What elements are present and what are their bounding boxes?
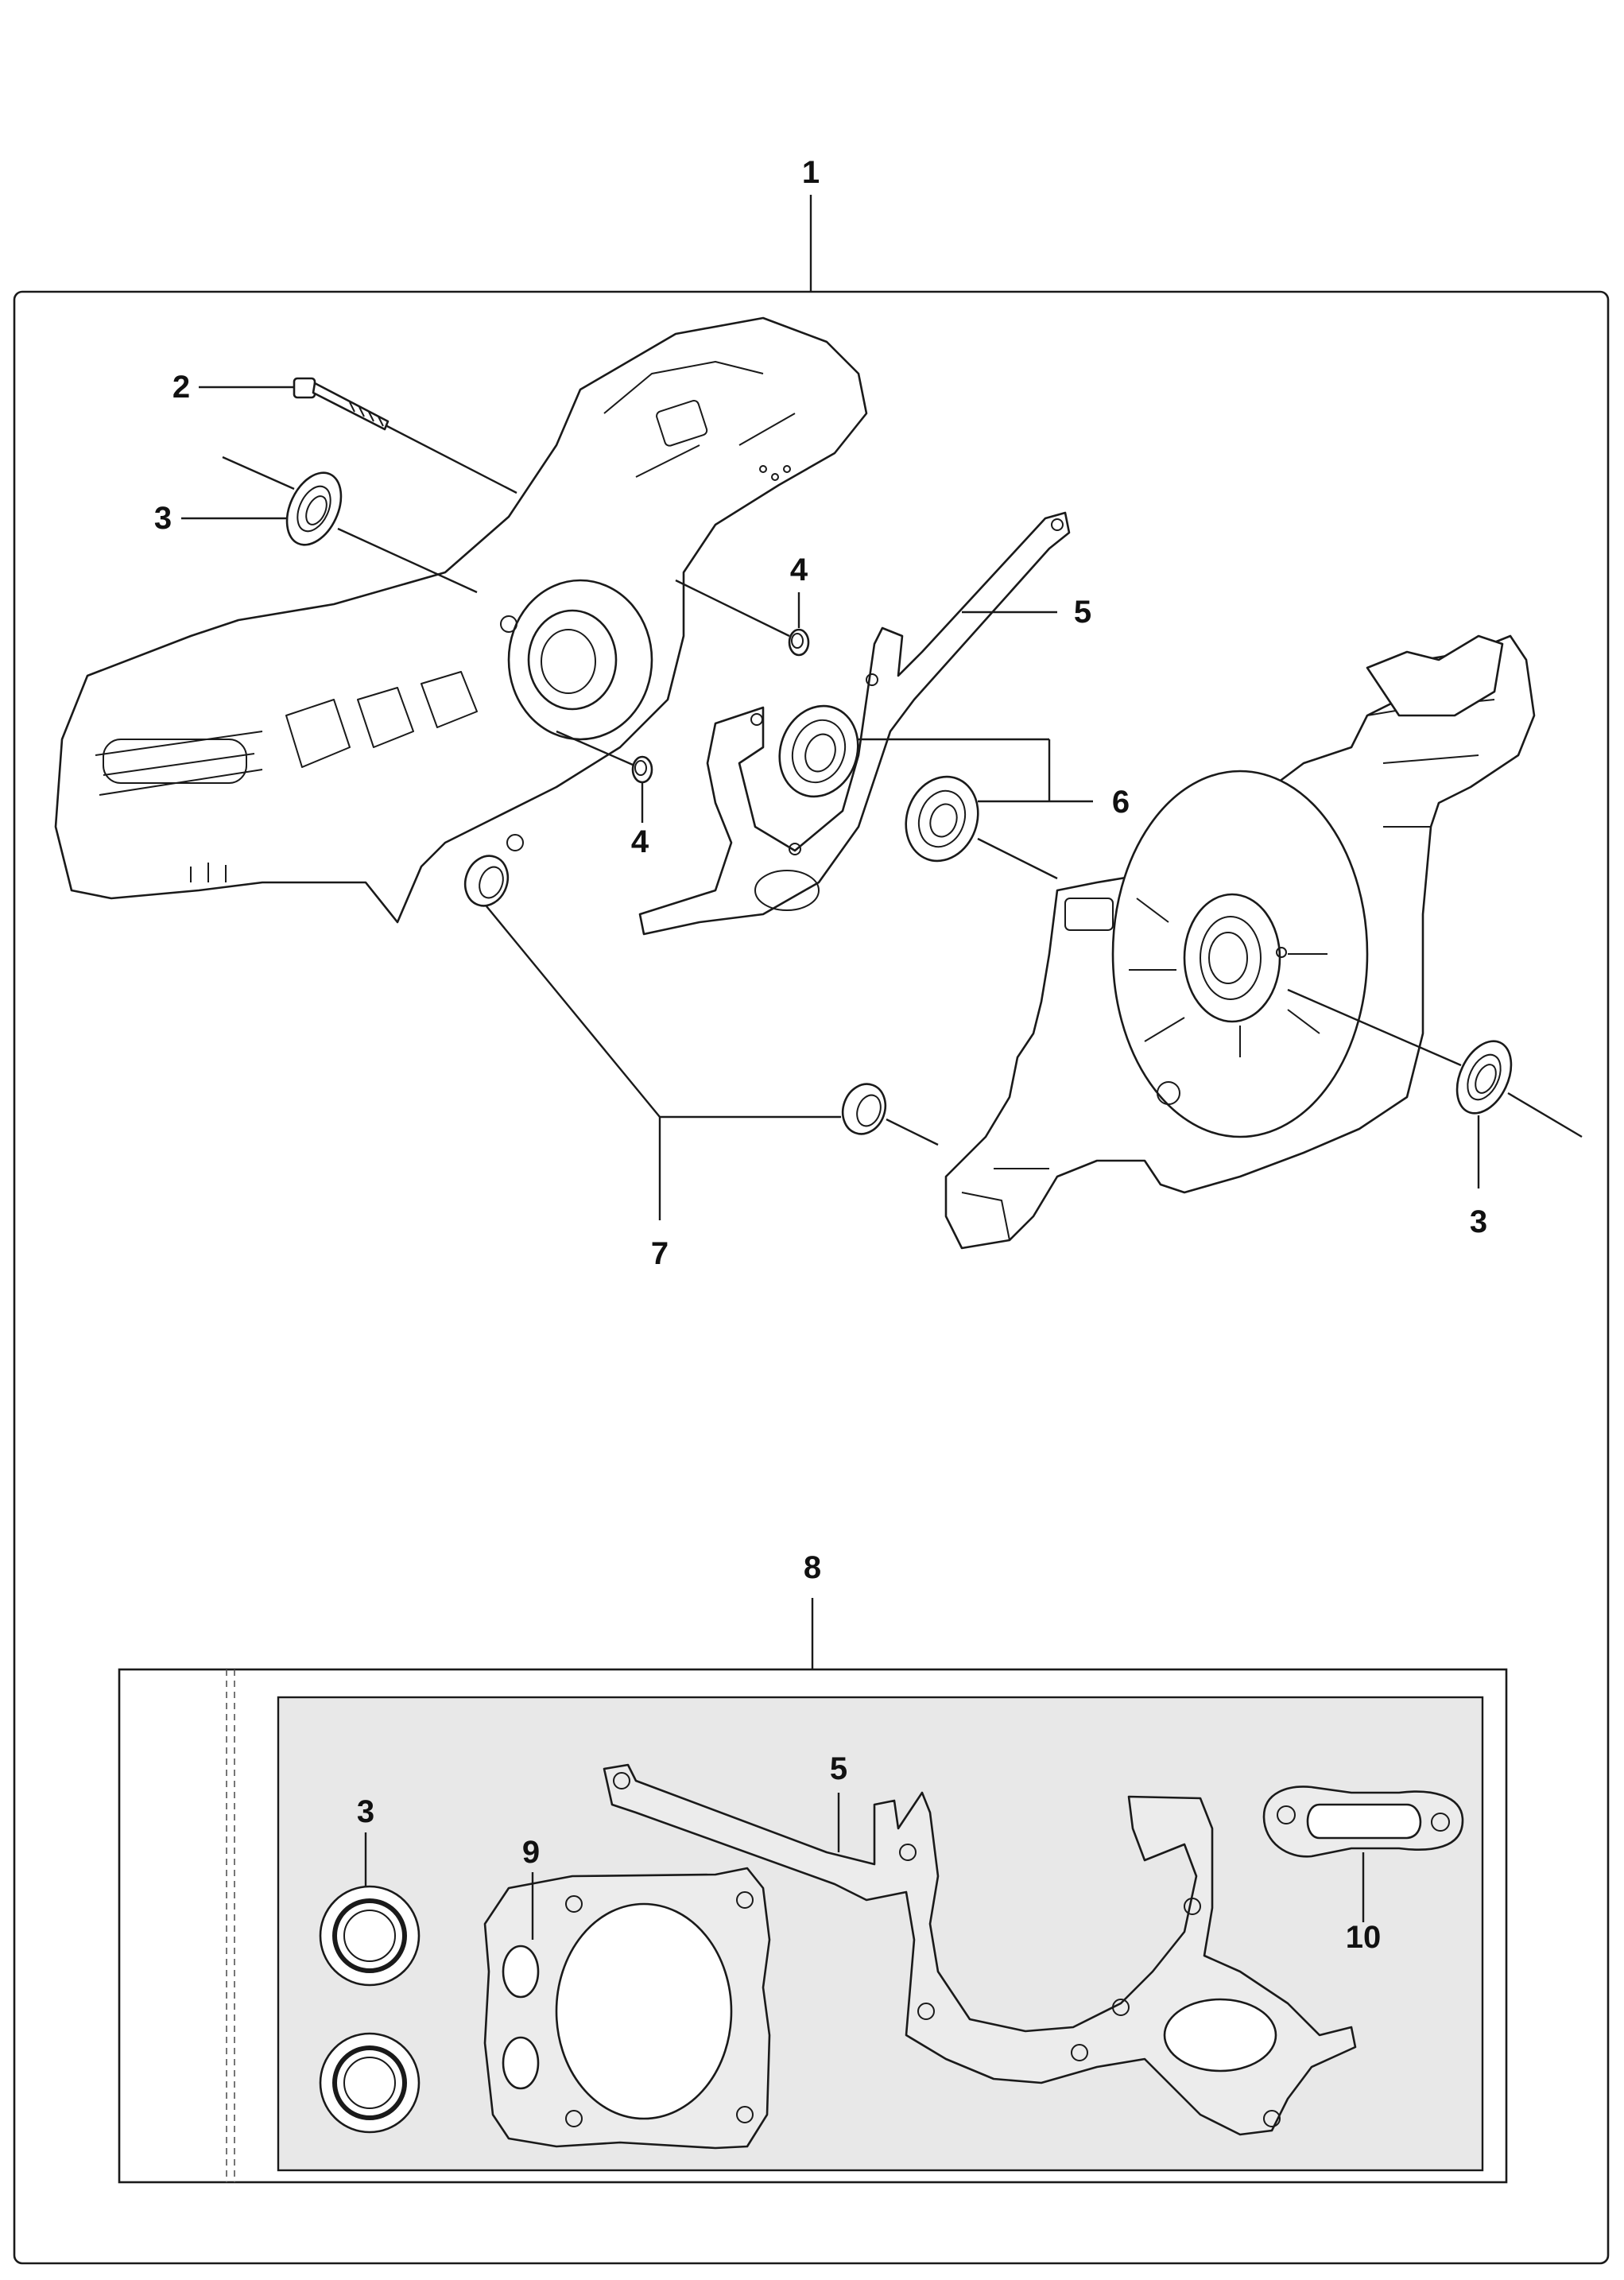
kit-seal-lower <box>319 2032 421 2134</box>
callout-3-right: 3 <box>1470 1204 1487 1239</box>
dowel-pin-lower <box>631 755 653 784</box>
callout-7: 7 <box>651 1236 669 1271</box>
bearing-left <box>778 704 859 798</box>
pin-axis-upper <box>675 579 790 638</box>
bearing-right <box>905 775 979 863</box>
callout-6: 6 <box>1112 785 1130 820</box>
bearing-axis-line <box>977 837 1058 880</box>
cylinder-gasket <box>483 1867 771 2150</box>
callout-5-main: 5 <box>1074 595 1091 630</box>
kit-seal-upper <box>319 1885 421 1987</box>
kit-crankcase-gasket <box>603 1763 1357 2136</box>
callout-5-kit: 5 <box>830 1751 847 1786</box>
bolt-axis-line <box>385 424 517 494</box>
dowel-pin-upper <box>788 628 810 657</box>
callout-4-upper: 4 <box>790 553 808 587</box>
shaft-seal-left <box>285 471 343 546</box>
shaft-axis-line-left-b <box>337 527 478 594</box>
shaft-seal-right <box>1455 1040 1513 1115</box>
crankcase-gasket <box>638 511 1071 936</box>
callout-9: 9 <box>522 1835 540 1870</box>
callout-1: 1 <box>802 155 820 190</box>
callout-2: 2 <box>172 370 190 405</box>
muffler-gasket <box>1262 1786 1464 1858</box>
crankcase-right-half <box>944 634 1536 1250</box>
plug-axis-line <box>886 1118 939 1146</box>
bolt <box>293 377 390 431</box>
callout-3-kit: 3 <box>357 1794 374 1829</box>
callout-10: 10 <box>1346 1920 1382 1955</box>
callout-8: 8 <box>804 1550 821 1585</box>
plug-lower <box>841 1083 887 1135</box>
shaft-axis-line-right-a <box>1287 988 1462 1067</box>
shaft-axis-line-left-a <box>222 456 295 491</box>
callout-4-lower: 4 <box>631 824 649 859</box>
plug-upper <box>463 855 510 907</box>
kit-frame <box>118 1668 1508 2184</box>
leader-7-diagonal <box>486 905 661 1118</box>
pin-axis-lower <box>556 730 634 766</box>
shaft-axis-line-right-b <box>1507 1092 1583 1138</box>
crankcase-left-half <box>54 316 868 924</box>
callout-3-left: 3 <box>154 501 172 536</box>
kit-tray <box>277 1696 1484 2172</box>
